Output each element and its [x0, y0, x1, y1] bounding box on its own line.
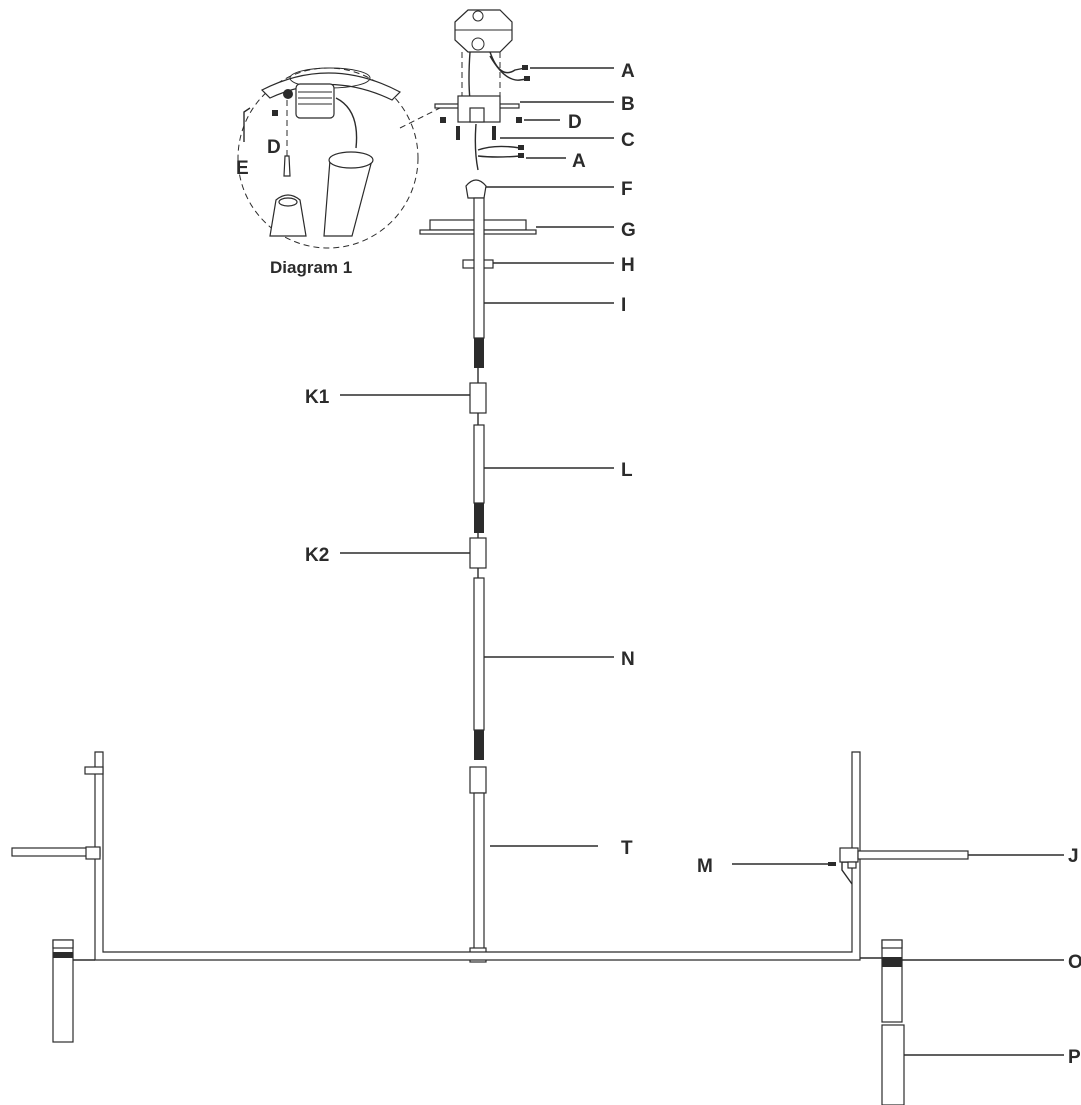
inset-label-e: E — [236, 158, 249, 179]
leader-lines — [340, 67, 1064, 1056]
rod-i — [473, 197, 485, 339]
rod-n — [473, 577, 485, 731]
label-l: L — [621, 460, 633, 481]
socket-o — [881, 939, 903, 1023]
part-cap-f — [465, 179, 487, 199]
inset-diagram: E D Diagram 1 — [236, 67, 449, 277]
arm-frame — [94, 751, 861, 961]
label-k1: K1 — [305, 387, 330, 408]
label-n: N — [621, 649, 635, 670]
arm-j — [857, 850, 969, 860]
inset-caption: Diagram 1 — [270, 258, 352, 277]
coupler-k2 — [469, 537, 487, 569]
label-p: P — [1068, 1047, 1081, 1068]
fixture-body — [11, 751, 969, 1105]
label-a-bottom: A — [572, 151, 586, 172]
rod-l — [473, 424, 485, 504]
part-labels: A B D C A F G H I K1 L K2 N T J M O P — [305, 61, 1081, 1068]
rod-t — [473, 792, 485, 960]
coupler-k1 — [469, 382, 487, 414]
screw-m — [828, 862, 836, 866]
label-t: T — [621, 838, 633, 859]
label-j: J — [1068, 846, 1079, 867]
coupler-lower — [469, 766, 487, 794]
elbow-j — [839, 847, 859, 863]
label-h: H — [621, 255, 635, 276]
screw-right — [492, 126, 496, 140]
label-k2: K2 — [305, 545, 329, 566]
label-o: O — [1068, 952, 1081, 973]
junction-box — [454, 9, 513, 53]
label-i: I — [621, 295, 626, 316]
label-b: B — [621, 94, 635, 115]
label-f: F — [621, 179, 633, 200]
inset-threaded-nipple — [295, 83, 335, 119]
inset-screwdriver — [283, 155, 291, 177]
label-g: G — [621, 220, 636, 241]
shade-p — [881, 1024, 905, 1105]
rod-assembly — [469, 197, 487, 963]
label-c: C — [621, 130, 635, 151]
inset-set-screw — [283, 89, 293, 99]
screw-left — [456, 126, 460, 140]
label-m: M — [697, 856, 713, 877]
label-d: D — [568, 112, 582, 133]
label-a-top: A — [621, 61, 635, 82]
inset-allen-key — [243, 107, 251, 142]
inset-label-d: D — [267, 137, 281, 158]
